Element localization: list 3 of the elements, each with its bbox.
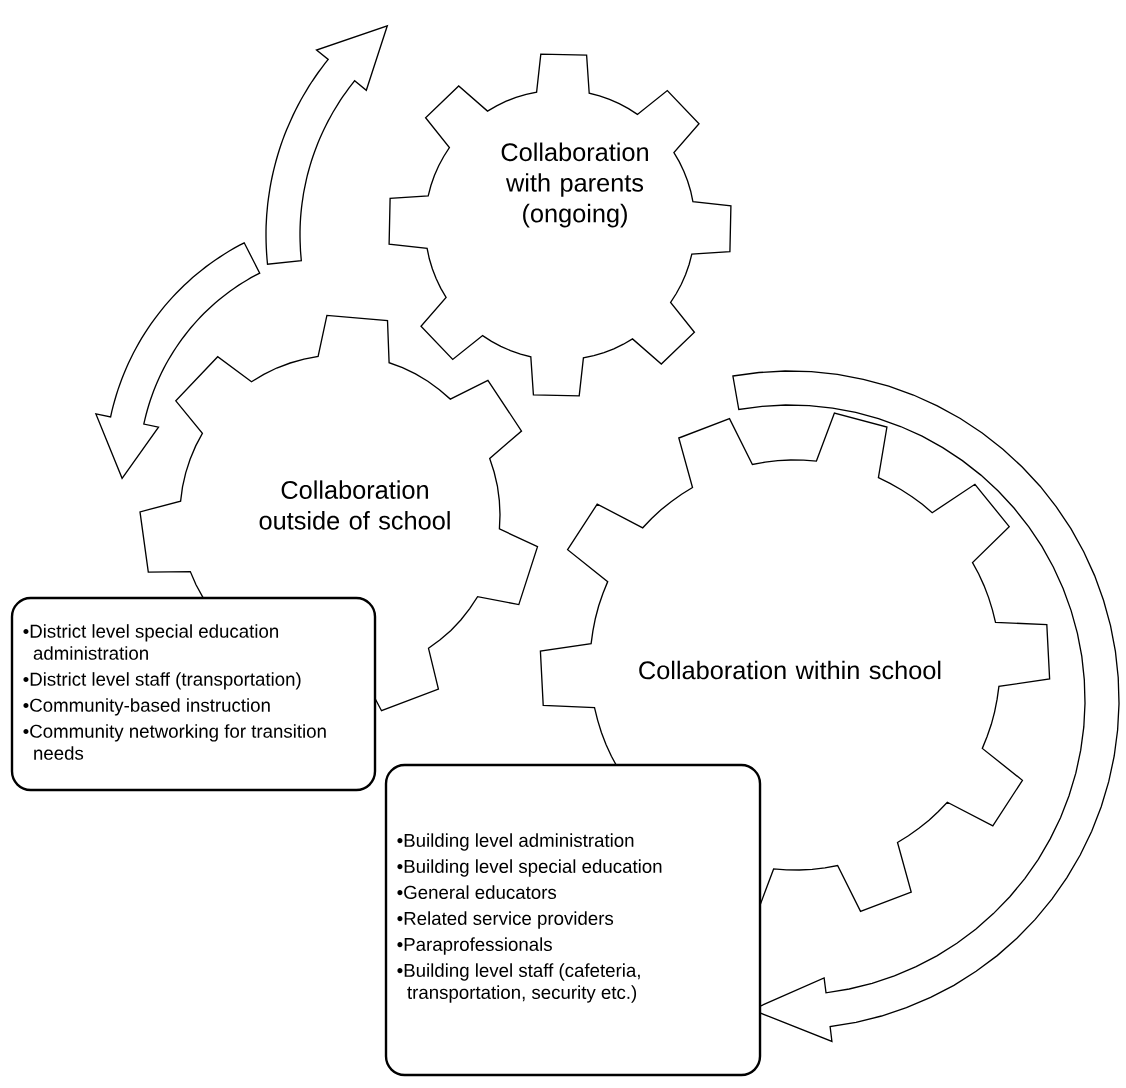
gear: Collaboration with parents (ongoing) [388,53,732,397]
bullet-list-box: •District level special education administration •District level staff (transportation) •Community-based instruction •Community networking for transition needs [10,596,377,792]
bullet-list-box: •Building level administration •Building level special education •General educators •Related service providers •Paraprofessionals •Building level staff (cafeteria, transportation, security etc.) [384,763,762,1077]
